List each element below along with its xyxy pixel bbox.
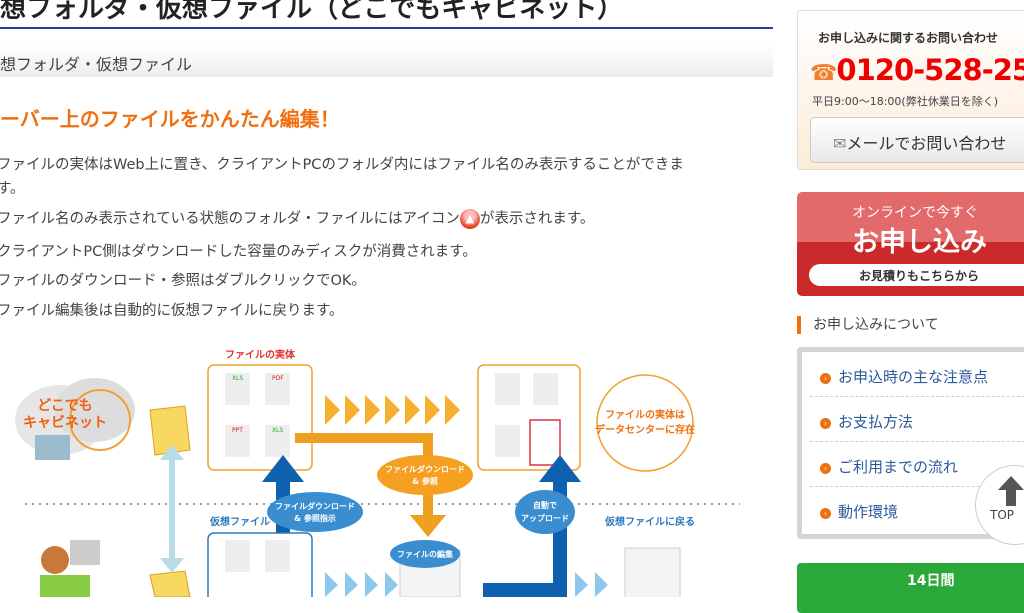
sync-arrow-head (160, 445, 184, 460)
business-hours: 平日9:00～18:00(弊社休業日を除く) (812, 95, 998, 108)
phone-text: 0120-528-25 (836, 53, 1024, 87)
real-file-box (207, 364, 313, 471)
virtual-file-label: 仮想ファイル (209, 515, 270, 528)
sidebar-section-title: お申し込みについて (797, 316, 939, 334)
contact-box: お申し込みに関するお問い合わせ ☎0120-528-25 平日9:00～18:0… (797, 10, 1024, 170)
feature-heading: サーバー上のファイルをかんたん編集！ (0, 107, 340, 131)
chevron-right-icon: › (820, 373, 831, 384)
datacenter-callout (596, 374, 694, 472)
title-divider (0, 27, 773, 29)
sidebar-item-notes[interactable]: › お申込時の主な注意点 (810, 352, 1024, 397)
download-ref-label: ファイルダウンロード (385, 464, 465, 474)
auto-upload-label: 自動で (533, 500, 557, 510)
paragraph: ファイル編集後は自動的に仮想ファイルに戻ります。 (0, 303, 344, 319)
sidebar-item-flow[interactable]: › ご利用までの流れ (810, 442, 1024, 487)
back-to-virtual-label: 仮想ファイルに戻る (604, 515, 695, 528)
file-type-label: XLS (272, 427, 283, 434)
contact-question: お申し込みに関するお問い合わせ (818, 31, 999, 45)
download-ref-bubble (377, 455, 473, 495)
paragraph-text: が表示されます。 (479, 211, 595, 227)
paragraph: ファイル名のみ表示されている状態のフォルダ・ファイルにはアイコン▲が表示されます… (0, 207, 594, 229)
section-subtitle-bar: 仮想フォルダ・仮想ファイル (0, 45, 773, 77)
folder-icon (149, 570, 191, 597)
apply-online-button[interactable]: オンラインで今すぐ お申し込み お見積りもこちらから (797, 192, 1024, 296)
mail-icon: ✉ (833, 134, 847, 153)
request-arrow-head (262, 455, 304, 482)
nav-label: お支払方法 (838, 413, 914, 431)
paragraph: ファイルのダウンロード・参照はダブルクリックでOK。 (0, 273, 366, 289)
auto-upload-label: アップロード (521, 513, 569, 523)
cloud-label: キャビネット (23, 415, 107, 431)
datacenter-label: データセンターに存在 (595, 423, 695, 436)
arrow-up-shaft (1006, 490, 1016, 506)
top-label: TOP (990, 508, 1015, 522)
phone-number[interactable]: ☎0120-528-25 (810, 53, 1024, 87)
phone-icon: ☎ (810, 61, 837, 86)
section-subtitle: 仮想フォルダ・仮想ファイル (0, 55, 193, 74)
real-file-label: ファイルの実体 (225, 348, 296, 361)
file-type-label: PPT (232, 427, 243, 434)
trial-label: 14日間 (907, 573, 955, 589)
chevron-right-icon: › (820, 463, 831, 474)
sidebar-item-environment[interactable]: › 動作環境 (810, 487, 1024, 532)
sync-arrow-head (160, 558, 184, 573)
download-ref-label: & 参照 (412, 476, 438, 486)
virtual-file-box (207, 532, 313, 597)
file-type-label: XLS (232, 375, 243, 382)
page-title: 仮想フォルダ・仮想ファイル（どこでもキャビネット） (0, 0, 624, 24)
edit-file-bubble (390, 540, 460, 568)
mail-contact-button[interactable]: ✉メールでお問い合わせ (810, 117, 1024, 163)
user-illustration (40, 540, 100, 597)
download-instruction-bubble (267, 492, 363, 532)
nav-label: 動作環境 (838, 503, 899, 521)
upload-path (483, 583, 560, 597)
datacenter-label: ファイルの実体は (605, 408, 685, 421)
file-type-label: PDF (272, 375, 284, 382)
virtual-file-diagram: どこでも キャビネット ファイルの実体 XLS PDF PPT XLS ファイル… (15, 348, 740, 597)
edit-file-label: ファイルの編集 (397, 549, 454, 559)
download-instruction-label: ファイルダウンロード (275, 501, 355, 511)
apply-label: お申し込み (852, 227, 987, 258)
free-trial-button[interactable]: 14日間 (797, 563, 1024, 613)
estimate-label: お見積りもこちらから (809, 264, 1024, 286)
paragraph: す。 (0, 181, 25, 197)
upload-arrow-head (539, 455, 581, 482)
paragraph-text: ファイル名のみ表示されている状態のフォルダ・ファイルにはアイコン (0, 211, 460, 227)
arrow-up-icon (998, 476, 1024, 490)
flow-arrows-bottom (325, 572, 608, 597)
folder-icon (149, 405, 191, 456)
cloud-illustration: どこでも キャビネット (15, 378, 135, 460)
download-arrow-head (410, 515, 446, 537)
datacenter-file-box (477, 364, 581, 471)
nav-label: ご利用までの流れ (838, 458, 959, 476)
sidebar-item-payment[interactable]: › お支払方法 (810, 397, 1024, 442)
nav-label: お申込時の主な注意点 (838, 368, 989, 386)
cloud-virtual-icon: ▲ (459, 209, 480, 229)
apply-subtext: オンラインで今すぐ (852, 205, 978, 221)
cloud-label: どこでも (37, 398, 93, 414)
paragraph: クライアントPC側はダウンロードした容量のみディスクが消費されます。 (0, 244, 477, 260)
download-instruction-label: & 参照指示 (294, 513, 336, 523)
chevron-right-icon: › (820, 418, 831, 429)
chevron-right-icon: › (820, 508, 831, 519)
mail-button-label: メールでお問い合わせ (846, 134, 1007, 153)
file-icons: XLS PDF PPT XLS (225, 373, 290, 457)
paragraph: ファイルの実体はWeb上に置き、クライアントPCのフォルダ内にはファイル名のみ表… (0, 157, 684, 173)
virtual-file-window (624, 547, 681, 597)
flow-arrows-top (325, 395, 460, 425)
auto-upload-bubble (515, 490, 575, 534)
